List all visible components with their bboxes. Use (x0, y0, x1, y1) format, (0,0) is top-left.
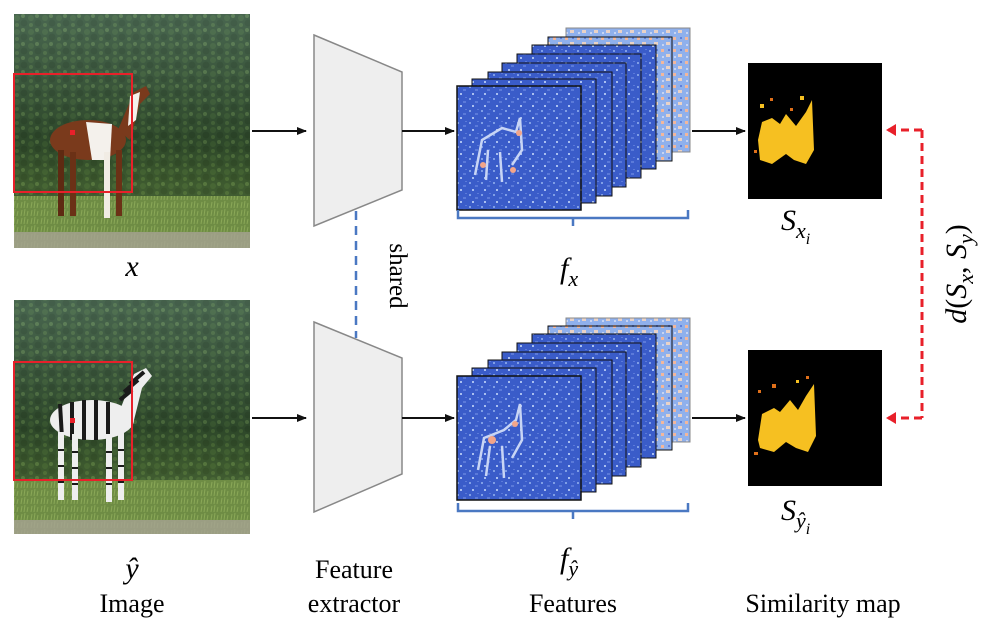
features-brace-top (456, 210, 690, 226)
similarity-map-bottom (748, 350, 882, 486)
feature-extractor-top (313, 33, 403, 228)
similarity-x-label: Sxi (781, 204, 810, 248)
horse-image (13, 14, 250, 248)
features-caption: Features (529, 589, 617, 618)
distance-label: d(Sx, Sy) (940, 224, 978, 324)
image-y-label: ŷ (122, 552, 139, 585)
features-brace-bottom (456, 503, 690, 519)
feature-stack-top (456, 27, 691, 211)
image-caption: Image (100, 589, 165, 618)
image-x-label: x (124, 250, 139, 283)
extractor-caption-line2: extractor (308, 589, 401, 618)
zebra-image (13, 300, 250, 534)
feature-extractor-bottom (313, 320, 403, 514)
features-x-label: fx (560, 252, 578, 291)
shared-label: shared (384, 243, 411, 309)
similarity-y-label: Sŷi (781, 494, 810, 538)
feature-stack-bottom (456, 317, 691, 501)
similarity-map-top (748, 63, 882, 199)
extractor-caption-line1: Feature (315, 555, 393, 584)
features-y-label: fŷ (560, 542, 578, 581)
distance-arrow (888, 128, 924, 420)
similarity-caption: Similarity map (745, 589, 900, 618)
